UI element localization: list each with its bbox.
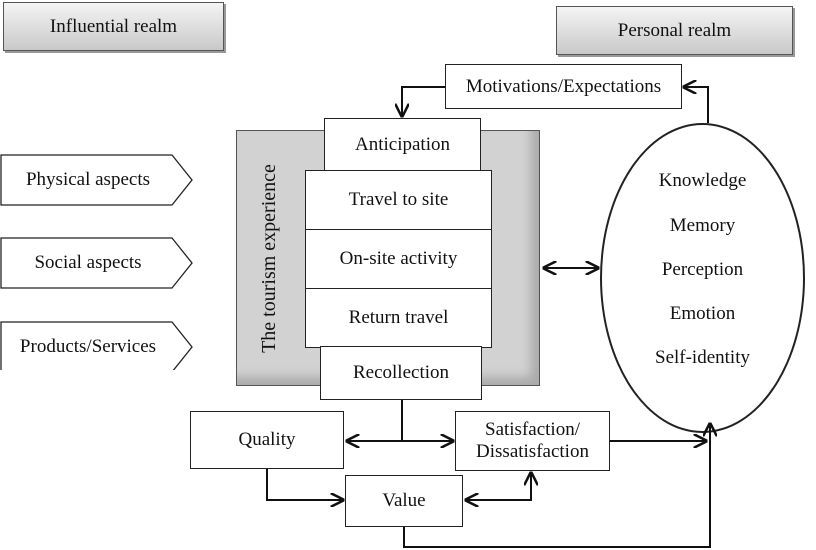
products-services-shape [0,321,193,370]
satisfaction-line2: Dissatisfaction [476,441,589,462]
stage-recollection: Recollection [320,346,482,400]
personal-item-self-identity: Self-identity [655,347,750,368]
arrow-value-to-personal [403,424,710,548]
stage-return-travel: Return travel [305,288,492,348]
influence-physical-aspects: Physical aspects [25,169,150,190]
influential-realm-label: Influential realm [3,2,224,51]
arrow-personal-to-motivations [684,87,709,123]
influence-products-services: Products/Services [19,336,157,357]
personal-item-emotion: Emotion [669,303,736,324]
influence-shapes [0,154,193,370]
arrow-value-satisfaction [466,473,531,500]
personal-item-memory: Memory [669,215,736,236]
physical-aspects-shape [0,154,193,206]
satisfaction-box: Satisfaction/ Dissatisfaction [455,411,610,471]
value-box: Value [345,475,463,527]
personal-realm-label: Personal realm [556,6,793,55]
motivations-expectations-box: Motivations/Expectations [445,64,682,109]
arrow-motivations-to-anticipation [402,86,445,116]
stage-anticipation: Anticipation [324,118,481,172]
personal-item-perception: Perception [661,259,744,280]
stage-on-site-activity: On-site activity [305,229,492,289]
personal-item-knowledge: Knowledge [658,170,747,191]
satisfaction-line1: Satisfaction/ [485,419,580,441]
arrow-quality-to-value [266,469,343,500]
personal-realm-ellipse [600,123,805,433]
quality-box: Quality [190,411,344,469]
social-aspects-shape [0,237,193,289]
influence-social-aspects: Social aspects [34,252,142,273]
stage-travel-to-site: Travel to site [305,170,492,230]
